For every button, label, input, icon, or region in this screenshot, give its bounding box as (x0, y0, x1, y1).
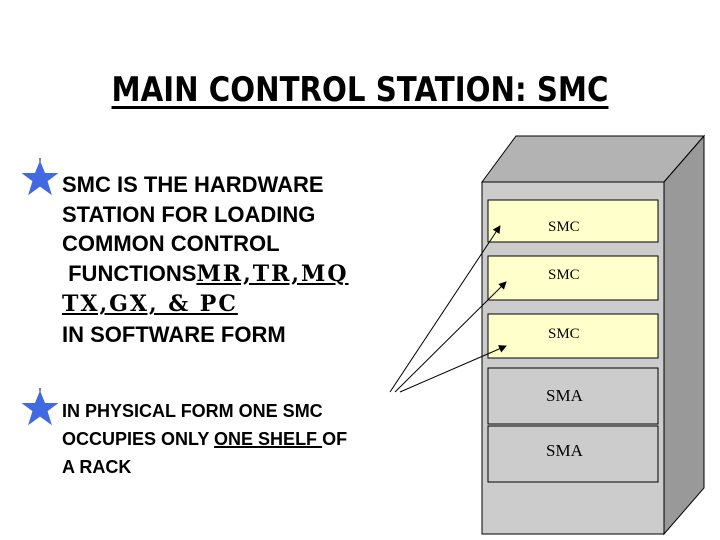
bullet-physical-form: IN PHYSICAL FORM ONE SMC OCCUPIES ONLY O… (62, 397, 347, 481)
shelf-sma-1 (487, 367, 659, 425)
star-bullet-icon (21, 388, 59, 426)
functions-label: FUNCTIONS (62, 260, 197, 286)
shelf-sma-2 (487, 425, 659, 483)
arrow-to-smc-1 (389, 225, 501, 393)
arrow-to-smc-3 (399, 345, 507, 393)
bullet-line: SMC IS THE HARDWARE (62, 172, 324, 197)
function-list-part2: TX,GX, & PC (62, 291, 238, 317)
arrow-to-smc-2 (394, 281, 507, 393)
page-title: MAIN CONTROL STATION: SMC (111, 70, 609, 110)
shelf-label-sma: SMA (546, 441, 583, 460)
bullet-line: IN SOFTWARE FORM (62, 321, 286, 347)
bullet-line: A RACK (62, 457, 132, 477)
one-shelf-text: ONE SHELF (214, 429, 323, 449)
shelf-label-smc: SMC (548, 219, 580, 235)
bullet-hardware-station: SMC IS THE HARDWARE STATION FOR LOADING … (62, 170, 349, 349)
bullet-line: IN PHYSICAL FORM ONE SMC (62, 401, 323, 421)
bullet-line: OCCUPIES ONLY ONE SHELF OF (62, 425, 347, 453)
of-label: OF (322, 429, 348, 449)
shelf-label-smc: SMC (548, 326, 580, 342)
star-bullet-icon (21, 158, 59, 196)
shelf-smc-1 (487, 199, 659, 243)
occupies-label: OCCUPIES ONLY (62, 429, 215, 449)
shelf-label-sma: SMA (546, 386, 583, 405)
shelf-label-smc: SMC (548, 267, 580, 283)
shelf-smc-3 (487, 313, 659, 359)
shelf-smc-2 (487, 255, 659, 301)
function-list-part1: MR,TR,MQ (196, 260, 349, 287)
bullet-line: FUNCTIONSMR,TR,MQ (62, 259, 349, 290)
rack-side (663, 134, 705, 536)
bullet-line: TX,GX, & PC (62, 289, 349, 320)
bullet-line: COMMON CONTROL (62, 231, 280, 256)
bullet-line: STATION FOR LOADING (62, 201, 316, 227)
